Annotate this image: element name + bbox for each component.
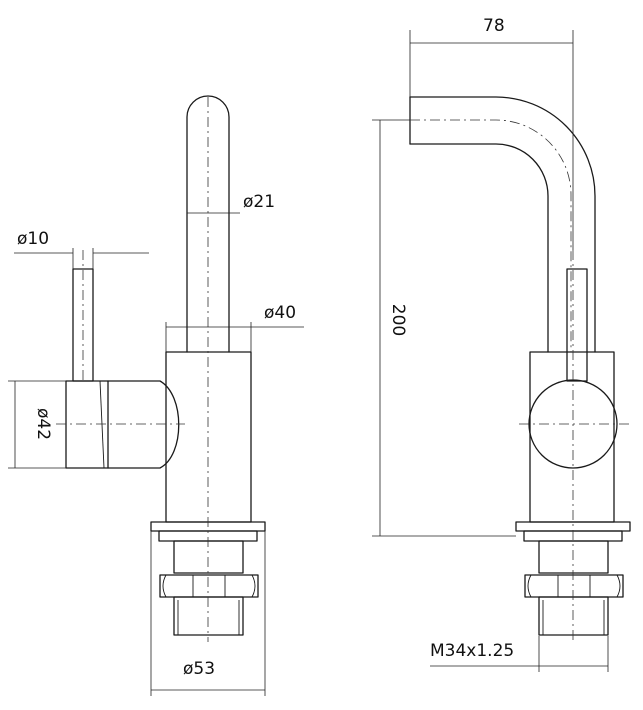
dim-base-diameter: ø53: [150, 531, 266, 696]
side-base: [515, 521, 631, 636]
front-centerlines: [56, 97, 209, 642]
dim-label-body-diameter: ø40: [264, 303, 296, 323]
dim-label-reach: 78: [483, 16, 505, 36]
dim-lever-diameter: ø10: [14, 229, 149, 269]
dim-label-spout-diameter: ø21: [243, 192, 275, 212]
dim-reach: 78: [409, 16, 574, 250]
dim-label-lever-diameter: ø10: [17, 229, 49, 249]
side-centerlines: [519, 250, 630, 642]
dim-handle-diameter: ø42: [8, 380, 66, 469]
dim-spout-diameter: ø21: [187, 192, 275, 214]
dim-label-base-diameter: ø53: [183, 659, 215, 679]
side-view: [409, 96, 631, 642]
dim-thread: M34x1.25: [430, 636, 609, 672]
dim-label-height: 200: [388, 304, 408, 336]
front-spout: [186, 95, 230, 353]
dim-body-diameter: ø40: [165, 303, 304, 352]
dim-label-handle-diameter: ø42: [33, 408, 53, 440]
dim-label-thread: M34x1.25: [430, 641, 514, 661]
side-body: [529, 351, 615, 523]
front-handle: [65, 380, 180, 469]
front-view: [56, 95, 266, 642]
side-lever: [566, 268, 588, 382]
side-spout: [409, 96, 596, 353]
dim-height: 200: [372, 119, 516, 537]
front-body: [165, 351, 252, 523]
